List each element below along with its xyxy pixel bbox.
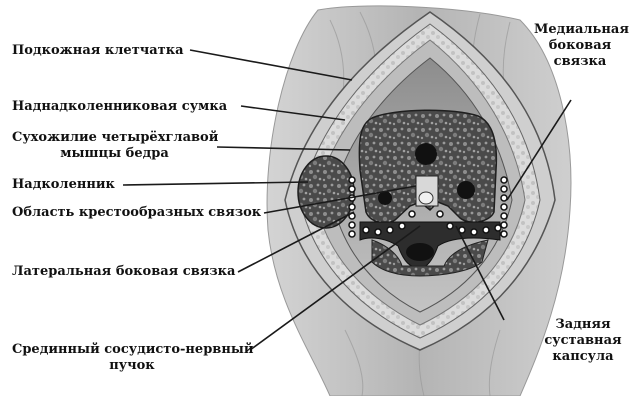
leader-patella <box>123 182 308 185</box>
leader-quadriceps <box>217 147 350 150</box>
label-neurovascular-line2: пучок <box>12 358 252 374</box>
label-medial-collateral-line1: Медиальная <box>534 22 626 38</box>
leader-neurovascular <box>250 226 420 350</box>
label-lateral-collateral: Латеральная боковая связка <box>12 264 235 280</box>
label-subcutaneous: Подкожная клетчатка <box>12 43 184 59</box>
leader-subcutaneous <box>190 50 352 80</box>
leader-cruciate <box>264 186 416 213</box>
leader-suprapatellar <box>241 106 345 120</box>
label-quadriceps-tendon: Сухожилие четырёхглавой мышцы бедра <box>12 130 217 162</box>
label-posterior-capsule-line3: капсула <box>540 349 626 365</box>
leader-lateral <box>238 212 354 272</box>
label-quadriceps-tendon-line2: мышцы бедра <box>12 146 217 162</box>
label-cruciate-area: Область крестообразных связок <box>12 205 261 221</box>
leader-medial <box>507 100 571 200</box>
label-posterior-capsule: Задняя суставная капсула <box>540 317 626 365</box>
label-medial-collateral-line3: связка <box>534 54 626 70</box>
label-quadriceps-tendon-line1: Сухожилие четырёхглавой <box>12 130 217 146</box>
label-medial-collateral: Медиальная боковая связка <box>534 22 626 70</box>
leader-posterior <box>456 226 504 320</box>
label-suprapatellar-bursa: Наднадколенниковая сумка <box>12 99 227 115</box>
label-posterior-capsule-line2: суставная <box>540 333 626 349</box>
label-medial-collateral-line2: боковая <box>534 38 626 54</box>
label-neurovascular-line1: Срединный сосудисто-нервный <box>12 342 252 358</box>
label-neurovascular-bundle: Срединный сосудисто-нервный пучок <box>12 342 252 374</box>
label-posterior-capsule-line1: Задняя <box>540 317 626 333</box>
label-patella: Надколенник <box>12 177 115 193</box>
